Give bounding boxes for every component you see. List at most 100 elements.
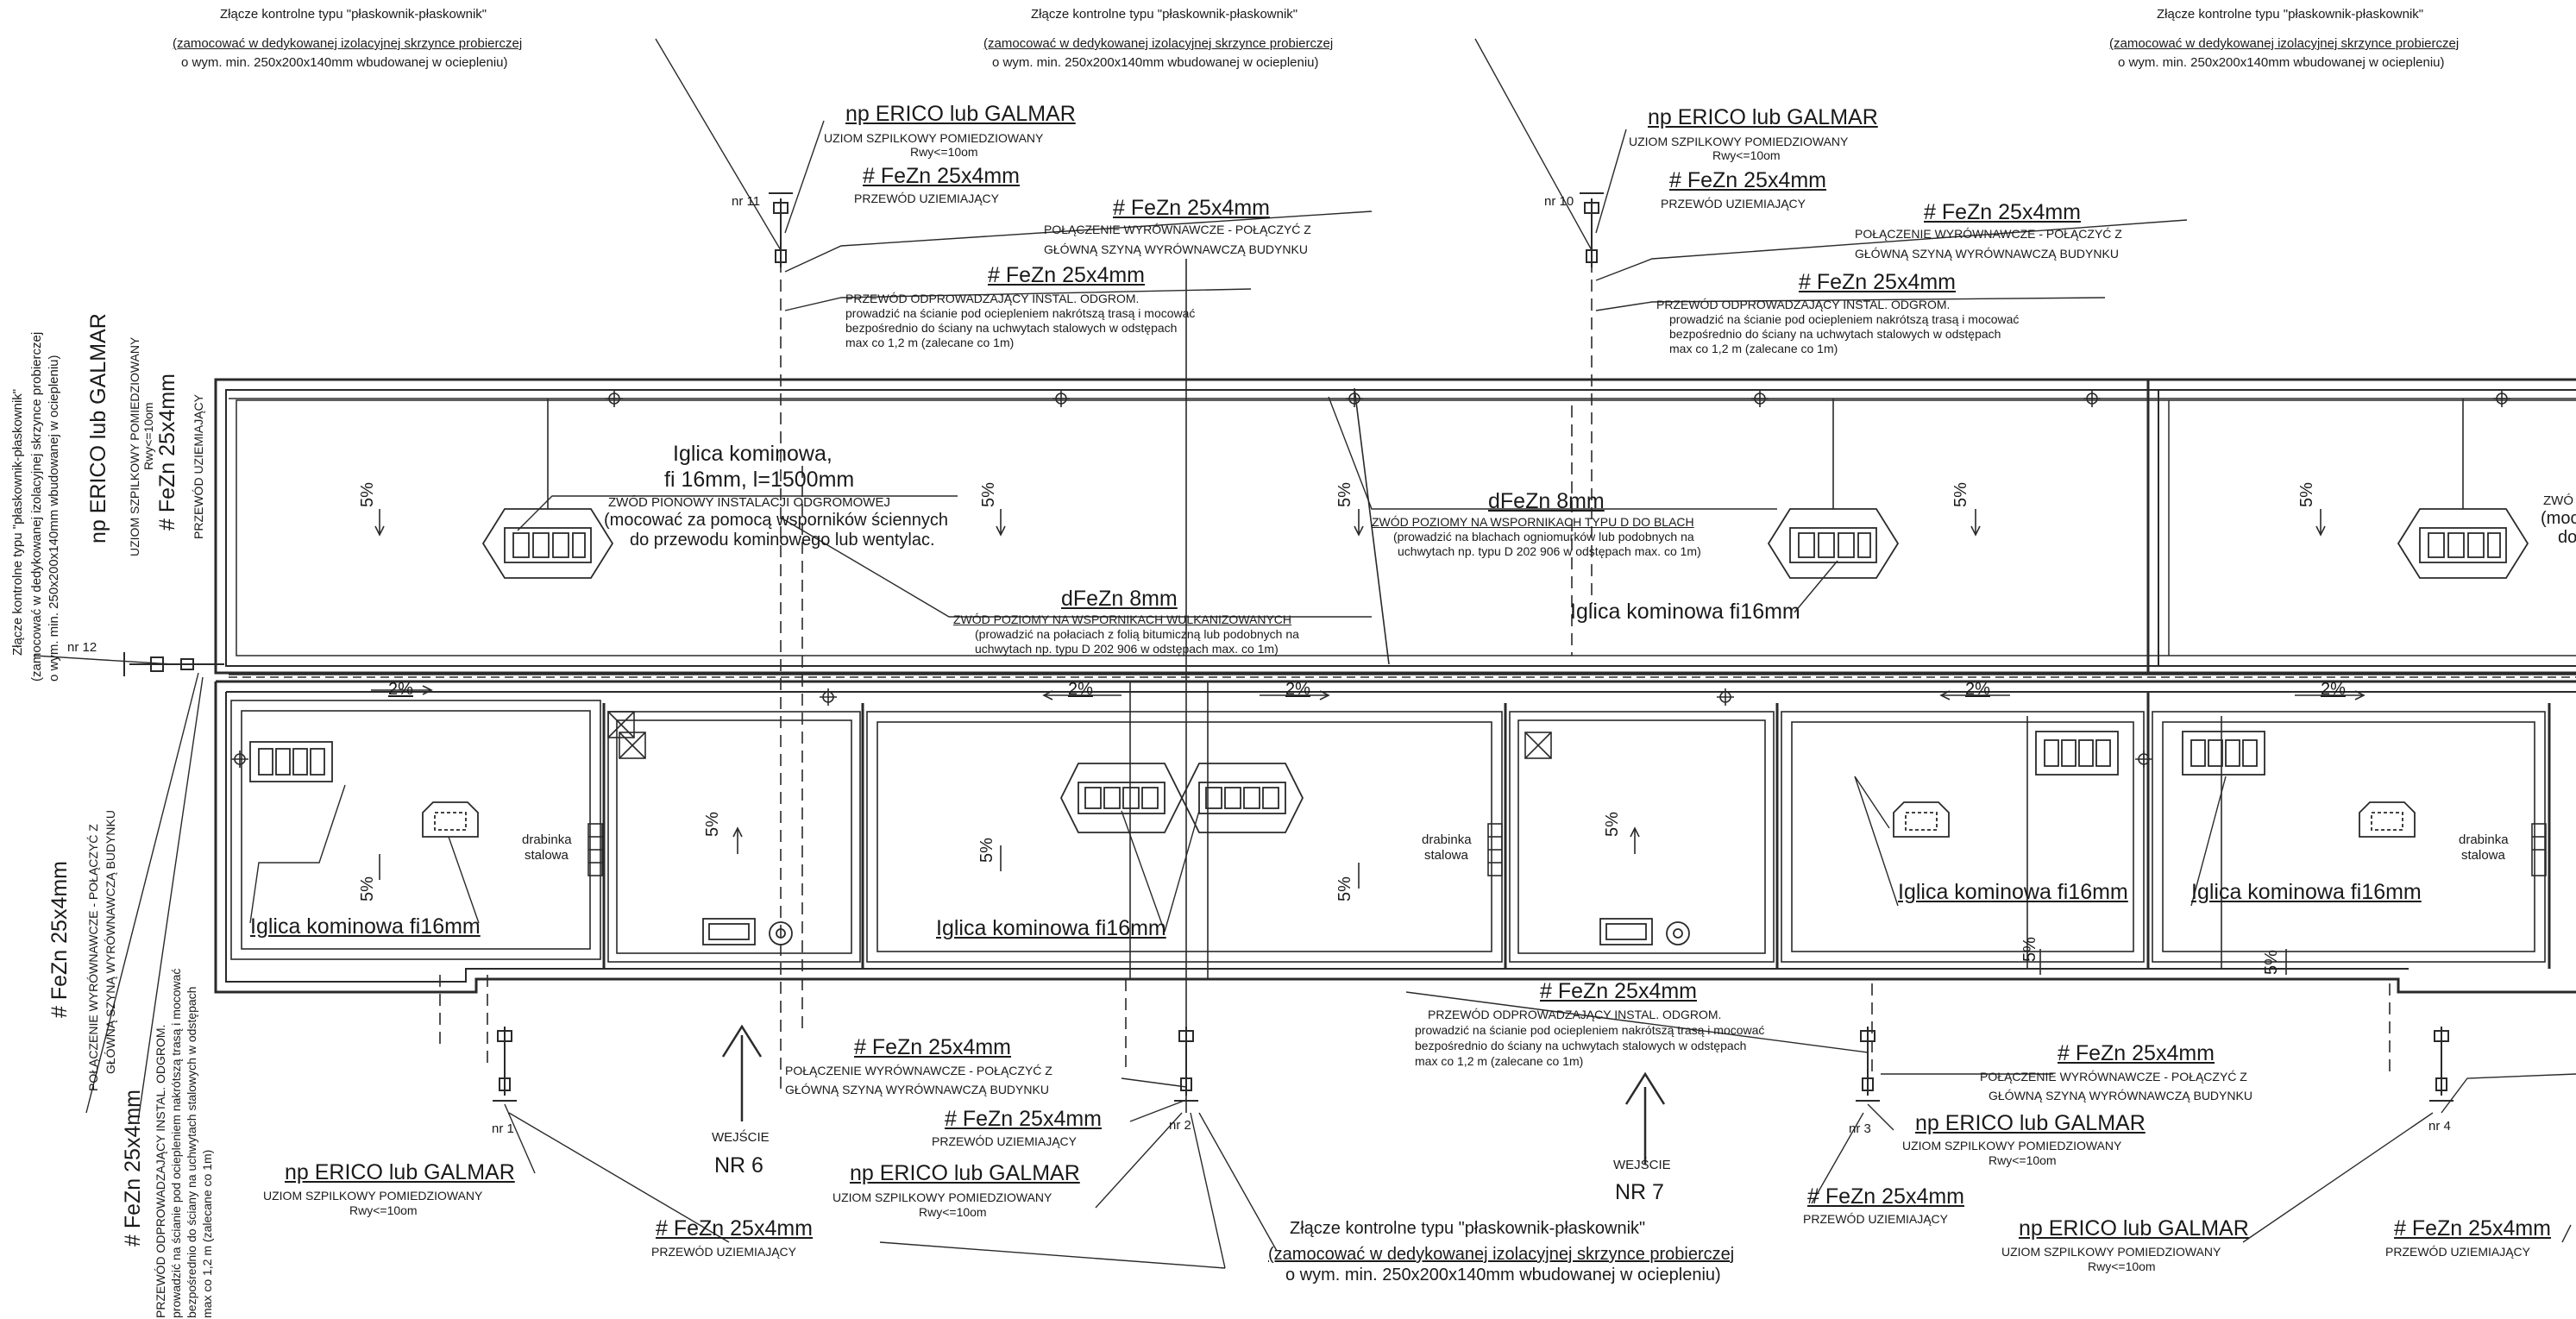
erico-label: np ERICO lub GALMAR	[2019, 1216, 2249, 1240]
chimney-rod-label: Iglica kominowa fi16mm	[2191, 880, 2422, 904]
resistance-label: Rwy<=10om	[2088, 1259, 2156, 1273]
test-joint-desc: (zamocować w dedykowanej izolacyjnej skr…	[2109, 36, 2460, 51]
earthing-conductor-label: PRZEWÓD UZIEMIAJĄCY	[932, 1134, 1078, 1148]
chimney-rod-label: Iglica kominowa fi16mm	[1898, 880, 2128, 904]
down-conductor-note: prowadzić na ścianie pod ociepleniem nak…	[1669, 312, 2020, 326]
down-conductor-label: PRZEWÓD ODPROWADZAJĄCY INSTAL. ODGROM.	[1428, 1008, 1722, 1021]
ladder-label: stalowa	[525, 848, 569, 863]
resistance-label: Rwy<=10om	[910, 145, 978, 159]
bonding-label: GŁÓWNĄ SZYNĄ WYRÓWNAWCZĄ BUDYNKU	[785, 1083, 1049, 1096]
bonding-label: POŁĄCZENIE WYRÓWNAWCZE - POŁĄCZYĆ Z	[86, 824, 100, 1091]
down-conductor-note: prowadzić na ścianie pod ociepleniem nak…	[169, 968, 183, 1318]
slope-label: 2%	[1068, 680, 1093, 699]
point-number: nr 2	[1169, 1118, 1191, 1133]
slope-label: 2%	[388, 680, 413, 699]
down-conductor-note: prowadzić na ścianie pod ociepleniem nak…	[845, 306, 1196, 320]
bonding-label: GŁÓWNĄ SZYNĄ WYRÓWNAWCZĄ BUDYNKU	[1044, 242, 1308, 256]
down-conductor-note: bezpośrednio do ściany na uchwytach stal…	[1415, 1039, 1747, 1052]
fezn-label: # FeZn 25x4mm	[988, 263, 1146, 287]
fezn-label: # FeZn 25x4mm	[155, 373, 179, 531]
down-conductor-note: bezpośrednio do ściany na uchwytach stal…	[845, 321, 1178, 335]
fezn-label: # FeZn 25x4mm	[863, 164, 1021, 188]
bonding-label: POŁĄCZENIE WYRÓWNAWCZE - POŁĄCZYĆ Z	[1855, 227, 2122, 241]
down-conductor-note: max co 1,2 m (zalecane co 1m)	[845, 336, 1015, 349]
fezn-label: # FeZn 25x4mm	[1807, 1184, 1965, 1209]
fezn-label: # FeZn 25x4mm	[1540, 979, 1698, 1003]
chimney-rod-label: fi 16mm, l=1500mm	[664, 468, 855, 492]
test-joint-desc: o wym. min. 250x200x140mm wbudowanej w o…	[2118, 55, 2445, 70]
fezn-label: # FeZn 25x4mm	[1924, 200, 2082, 224]
test-joint-desc: o wym. min. 250x200x140mm wbudowanej w o…	[181, 55, 508, 70]
test-joint-desc: (zamocować w dedykowanej izolacyjnej skr…	[1268, 1245, 1735, 1264]
earthing-conductor-label: PRZEWÓD UZIEMIAJĄCY	[651, 1245, 797, 1259]
support-markers	[231, 390, 2510, 1165]
clipped-label: do	[2558, 528, 2576, 547]
test-joint-desc: (zamocować w dedykowanej izolacyjnej skr…	[29, 331, 44, 681]
slope-label: 5%	[358, 482, 377, 507]
chimney-rod-label: Iglica kominowa fi16mm	[936, 916, 1166, 940]
ladder-label: stalowa	[1424, 848, 1468, 863]
ground-rod-label: UZIOM SZPILKOWY POMIEDZIOWANY	[1629, 135, 1849, 148]
slope-label: 5%	[977, 838, 996, 863]
erico-label: np ERICO lub GALMAR	[1648, 105, 1878, 129]
clipped-label: ZWÓ	[2543, 493, 2573, 508]
down-conductor-note: max co 1,2 m (zalecane co 1m)	[1415, 1054, 1584, 1068]
down-conductor-note: bezpośrednio do ściany na uchwytach stal…	[1669, 327, 2001, 341]
ground-rod-label: UZIOM SZPILKOWY POMIEDZIOWANY	[2001, 1245, 2221, 1259]
earthing-conductor-label: PRZEWÓD UZIEMIAJĄCY	[1661, 197, 1806, 210]
down-conductor-note: max co 1,2 m (zalecane co 1m)	[200, 1149, 214, 1318]
down-conductor-note: prowadzić na ścianie pod ociepleniem nak…	[1415, 1023, 1765, 1037]
point-number: nr 4	[2428, 1119, 2451, 1134]
erico-label: np ERICO lub GALMAR	[285, 1160, 515, 1184]
horizontal-conductor-note: uchwytach np. typu D 202 906 w odstępach…	[1398, 544, 1701, 558]
slope-label: 5%	[2262, 950, 2281, 975]
dfezn-label: dFeZn 8mm	[1061, 587, 1178, 611]
earthing-conductor-label: PRZEWÓD UZIEMIAJĄCY	[2385, 1245, 2531, 1259]
test-joint-title: Złącze kontrolne typu "płaskownik-płasko…	[2157, 7, 2424, 22]
resistance-label: Rwy<=10om	[349, 1203, 418, 1217]
entrance-label: WEJŚCIE	[1613, 1158, 1671, 1172]
slope-label: 2%	[2321, 680, 2346, 699]
fezn-label: # FeZn 25x4mm	[2058, 1041, 2215, 1065]
erico-label: np ERICO lub GALMAR	[850, 1161, 1080, 1185]
slope-label: 5%	[2020, 937, 2039, 962]
bonding-label: GŁÓWNĄ SZYNĄ WYRÓWNAWCZĄ BUDYNKU	[104, 810, 117, 1074]
entrance-label: WEJŚCIE	[712, 1130, 770, 1145]
erico-label: np ERICO lub GALMAR	[845, 102, 1076, 126]
horizontal-conductor-note: (prowadzić na połaciach z folią bitumicz…	[975, 627, 1299, 641]
bonding-label: GŁÓWNĄ SZYNĄ WYRÓWNAWCZĄ BUDYNKU	[1989, 1089, 2252, 1102]
fezn-label: # FeZn 25x4mm	[854, 1035, 1012, 1059]
fezn-label: # FeZn 25x4mm	[121, 1089, 145, 1247]
earthing-conductor-label: PRZEWÓD UZIEMIAJĄCY	[192, 393, 205, 539]
down-conductor-note: max co 1,2 m (zalecane co 1m)	[1669, 342, 1838, 355]
slope-label: 5%	[703, 812, 722, 837]
test-joint-desc: o wym. min. 250x200x140mm wbudowanej w o…	[47, 355, 61, 681]
slope-label: 5%	[2297, 482, 2316, 507]
fezn-label: # FeZn 25x4mm	[2394, 1216, 2552, 1240]
ladder-label: drabinka	[522, 832, 572, 847]
resistance-label: Rwy<=10om	[141, 402, 155, 470]
ground-rod-label: UZIOM SZPILKOWY POMIEDZIOWANY	[824, 131, 1044, 145]
vertical-conductor-label: ZWÓD PIONOWY INSTALACJI ODGROMOWEJ	[608, 495, 890, 510]
horizontal-conductor-note: (prowadzić na blachach ogniomurków lub p…	[1393, 530, 1694, 543]
steel-ladders	[587, 823, 2547, 876]
entrance-number: NR 6	[714, 1153, 763, 1178]
point-number: nr 12	[67, 640, 97, 655]
chimney-rod-label: Iglica kominowa fi16mm	[250, 914, 481, 939]
vertical-conductor-note: (mocować za pomocą wsporników ściennych	[604, 511, 949, 530]
erico-label: np ERICO lub GALMAR	[86, 313, 110, 543]
point-number: nr 11	[732, 194, 761, 209]
chimney-rod-label: Iglica kominowa,	[673, 442, 832, 466]
slope-label: 5%	[1603, 812, 1622, 837]
test-joint-title: Złącze kontrolne typu "płaskownik-płasko…	[1031, 7, 1298, 22]
vertical-conductor-note: do przewodu kominowego lub wentylac.	[630, 531, 935, 550]
down-conductor-label: PRZEWÓD ODPROWADZAJĄCY INSTAL. ODGROM.	[845, 292, 1140, 305]
fezn-label: # FeZn 25x4mm	[1669, 168, 1827, 192]
fezn-label: # FeZn 25x4mm	[1799, 270, 1957, 294]
fezn-label: # FeZn 25x4mm	[47, 860, 72, 1018]
point-number: nr 1	[492, 1121, 514, 1136]
ladder-label: stalowa	[2461, 848, 2505, 863]
clipped-label: (moc	[2541, 509, 2576, 528]
bonding-label: GŁÓWNĄ SZYNĄ WYRÓWNAWCZĄ BUDYNKU	[1855, 247, 2119, 261]
